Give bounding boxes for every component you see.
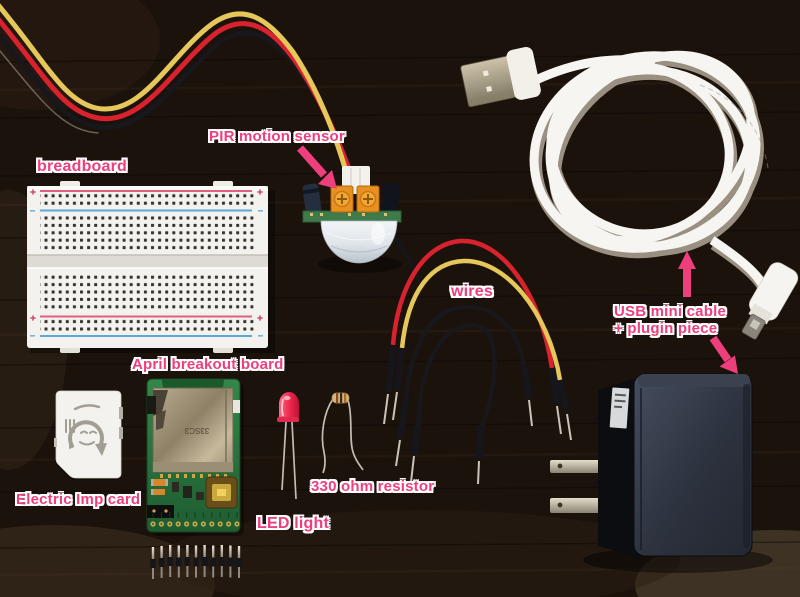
april-components (147, 474, 238, 518)
trimpot (330, 185, 354, 213)
resistor (321, 392, 364, 474)
label-breadboard: breadboard (37, 158, 128, 175)
label-led-light: LED light (257, 515, 330, 532)
label-usb-line1: USB mini cable (614, 303, 726, 320)
led (277, 392, 299, 500)
april-pin-holes (150, 512, 240, 527)
sd-slot-marking: 33SC3 (184, 426, 209, 435)
label-usb-line2: + plugin piece (614, 320, 718, 337)
label-usb-mini-cable: USB mini cable + plugin piece (614, 303, 726, 337)
label-pir-motion-sensor: PIR motion sensor (209, 128, 345, 145)
label-330-ohm-resistor: 330 ohm resistor (311, 478, 435, 495)
imp-logo (65, 404, 107, 456)
annotation-arrows (297, 145, 738, 374)
usb-a-connector (460, 46, 541, 108)
power-adapter (550, 373, 773, 573)
sensor-wire-bundle (0, 3, 357, 179)
april-breakout-board: 33SC3 (146, 378, 244, 536)
usb-cable (460, 46, 799, 340)
electric-imp-card (54, 390, 123, 480)
plugin-arrow (709, 335, 738, 374)
pir-motion-sensor (302, 166, 423, 287)
pir-arrow (297, 145, 337, 189)
trimpot (356, 185, 380, 213)
label-april-breakout-board: April breakout board (132, 356, 284, 373)
usb-cable-arrow (678, 251, 696, 297)
label-electric-imp-card: Electric Imp card (16, 491, 141, 508)
label-wires: wires (451, 283, 493, 300)
plug-prongs (550, 460, 604, 513)
jumper-wires (383, 238, 572, 485)
breadboard (27, 181, 275, 353)
usb-mini-connector (741, 262, 799, 340)
